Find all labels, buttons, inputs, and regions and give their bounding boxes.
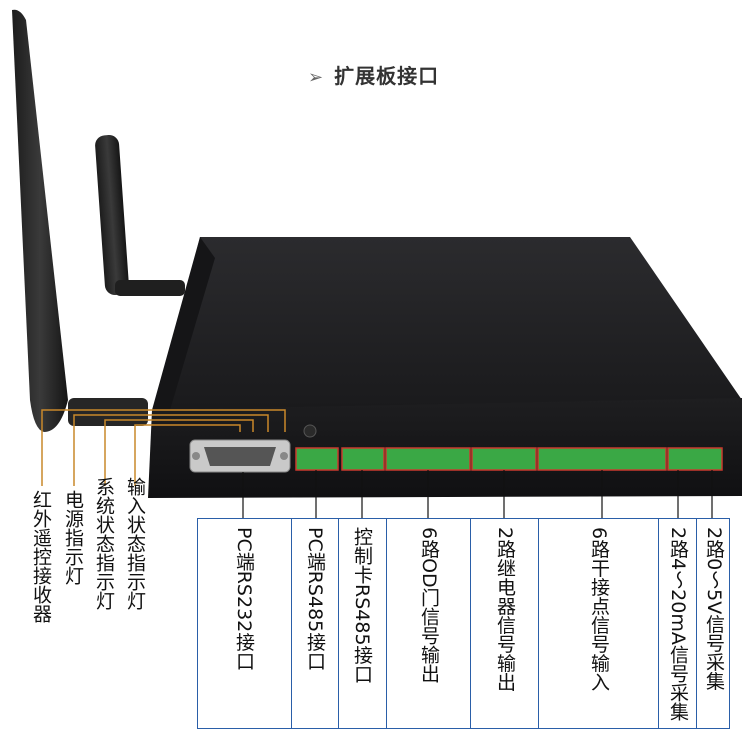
large-antenna (12, 9, 148, 432)
port-divider (338, 519, 339, 728)
rs232-db9-connector (189, 439, 291, 473)
arrow-icon: ➢ (308, 67, 325, 88)
device-left-side (152, 237, 215, 410)
small-antenna (95, 135, 185, 296)
power-indicator-label: 电源指示灯 (62, 490, 84, 585)
port-od-output: 6路OD门信号输出 (418, 527, 440, 683)
port-description-table: PC端RS232接口 PC端RS485接口 控制卡RS485接口 6路OD门信号… (197, 518, 730, 729)
port-0-5v-input: 2路0～5V信号采集 (703, 527, 725, 691)
ir-receiver-label: 红外遥控接收器 (30, 490, 52, 623)
input-status-indicator-label: 输入状态指示灯 (124, 477, 146, 610)
port-divider (386, 519, 387, 728)
ir-receiver-led (303, 424, 317, 438)
system-status-indicator-label: 系统状态指示灯 (93, 477, 115, 610)
port-divider (658, 519, 659, 728)
indicator-callout-lines (41, 409, 286, 486)
port-controller-rs485: 控制卡RS485接口 (351, 527, 373, 684)
section-title: ➢ 扩展板接口 (308, 60, 439, 89)
section-title-text: 扩展板接口 (334, 64, 440, 88)
device-top-surface (158, 237, 742, 410)
port-relay-output: 2路继电器信号输出 (494, 527, 516, 692)
port-divider (538, 519, 539, 728)
port-4-20ma-input: 2路4～20mA信号采集 (667, 527, 689, 721)
port-divider (696, 519, 697, 728)
terminal-blocks (295, 447, 723, 471)
port-divider (470, 519, 471, 728)
port-pc-rs232: PC端RS232接口 (233, 527, 255, 671)
port-dry-contact-input: 6路干接点信号输入 (588, 527, 610, 692)
port-pointer-lines (242, 470, 713, 518)
port-pc-rs485: PC端RS485接口 (304, 527, 326, 671)
port-divider (291, 519, 292, 728)
